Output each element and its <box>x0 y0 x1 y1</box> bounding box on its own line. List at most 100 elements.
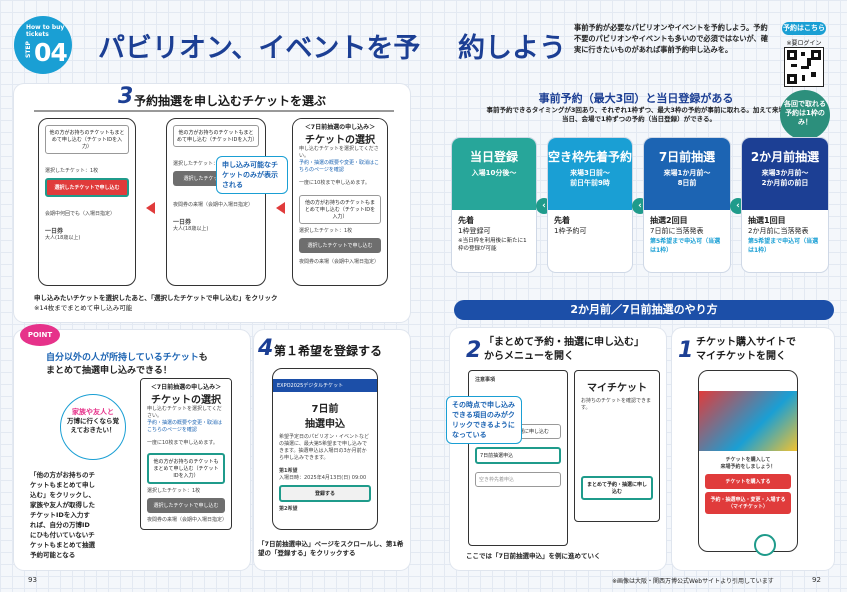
phone-screen-7: マイチケット お持ちのチケットを確認できます。 まとめて予約・抽選に申し込む <box>574 370 660 522</box>
one-slot-bubble-text: 各回で取れる予約は1枠のみ！ <box>784 100 826 126</box>
caption-step-3: 申し込みたいチケットを選択したあと、「選択したチケットで申し込む」をクリック <box>34 294 278 302</box>
selected-count: 選択したチケット：1枚 <box>173 161 227 167</box>
phone-screen-1: 他の方がお持ちのチケットもまとめて申し込む（チケットIDを入力） 選択したチケッ… <box>38 118 136 286</box>
page-number-left: 93 <box>28 576 37 584</box>
section-4-title: 第１希望を登録する <box>274 344 383 358</box>
timeline-card-same-day: 当日登録 入場10分後～ 先着 1枠登録可 ※当日枠を利用後に新たに1枠の登録が… <box>452 138 536 272</box>
my-ticket-text: お持ちのチケットを確認できます。 <box>581 398 652 411</box>
col-heading: 当日登録 <box>469 150 518 164</box>
lottery-text: 希望予定日のパビリオン・イベントなどの抽選に、最大第5希望まで申し込みできます。… <box>279 434 370 461</box>
select-instruction: 申し込むチケットを選択してください。 <box>299 146 379 159</box>
selected-count: 選択したチケット：1枚 <box>299 228 353 234</box>
apply-selected-button[interactable]: 選択したチケットで申し込む <box>147 498 225 513</box>
point-callout-bubble: 家族や友人と 万博に行くなら覚えておきたい！ <box>60 394 126 460</box>
col-method: 先着 <box>554 216 570 225</box>
limit-note: 一度に10枚まで申し込めます。 <box>147 440 218 446</box>
selected-count: 選択したチケット：1枚 <box>45 168 99 174</box>
other-tickets-box[interactable]: 他の方がお持ちのチケットもまとめて申し込む（チケットIDを入力） <box>147 453 225 484</box>
section-3-header: 3 予約抽選を申し込むチケットを選ぶ <box>34 84 394 112</box>
other-tickets-box[interactable]: 他の方がお持ちのチケットもまとめて申し込む（チケットIDを入力） <box>45 125 129 154</box>
phone-screen-8: チケットを購入して 来場予約をしましょう！ チケットを購入する 予約・抽選申込・… <box>698 370 798 552</box>
col-timing-1: 来場1か月前～ <box>663 169 711 177</box>
phone-screen-4: ＜7日前抽選の申し込み＞ チケットの選択 申し込むチケットを選択してください。 … <box>140 378 232 530</box>
my-ticket-title: マイチケット <box>587 383 647 394</box>
selected-count: 選択したチケット：1枚 <box>147 488 201 494</box>
lottery-title: 7日前 <box>311 404 339 415</box>
timeline-card-first-come: 空き枠先着予約 来場3日前～ 前日午前9時 先着 1枠予約可 <box>548 138 632 272</box>
entry-datetime: 入場日時：2025年4月13日(日) 09:00 <box>279 475 367 481</box>
my-ticket-button[interactable]: 予約・抽選申込・変更・入場する（マイチケット） <box>705 492 791 514</box>
ticket-item-name: 一日券 <box>173 219 192 226</box>
buy-ticket-button[interactable]: チケットを購入する <box>705 474 791 489</box>
apply-selected-button[interactable]: 選択したチケットで申し込む <box>299 238 381 253</box>
page-number-right: 92 <box>812 576 821 584</box>
col-line-1: 2か月前に当落発表 <box>748 227 809 235</box>
section-3-title: 予約抽選を申し込むチケットを選ぶ <box>134 94 327 108</box>
one-slot-bubble: 各回で取れる予約は1枠のみ！ <box>780 90 830 140</box>
section-r1-title: チケット購入サイトで マイチケットを開く <box>696 336 796 364</box>
col-timing-2: 2か月前の前日 <box>761 179 809 187</box>
col-heading: 2か月前抽選 <box>750 150 820 164</box>
col-timing-1: 来場3か月前～ <box>761 169 809 177</box>
point-title-1: 自分以外の人が所持しているチケット <box>46 353 199 363</box>
col-line-2: 第5希望まで申込可（当選は1枠） <box>748 238 819 254</box>
col-line-1: 7日前に当落発表 <box>650 227 704 235</box>
callout-available-only: 申し込み可能なチケットのみが表示される <box>216 156 288 194</box>
hero-image <box>699 391 797 451</box>
lottery-head: ＜7日前抽選の申し込み＞ <box>141 379 231 391</box>
section-r2-title: 「まとめて予約・抽選に申し込む」 からメニューを開く <box>484 336 644 364</box>
lottery-title-2: 抽選申込 <box>305 419 345 430</box>
point-title-2: も <box>198 353 208 363</box>
ticket-item-type: 夜間券の来場（会期中入場日指定） <box>173 202 254 208</box>
hero-text-2: 来場予約をしましょう！ <box>720 464 776 470</box>
col-heading: 7日前抽選 <box>658 150 716 164</box>
section-4-number: 4 <box>258 336 274 361</box>
ticket-select-title: チケットの選択 <box>151 395 221 406</box>
col-method: 抽選2回目 <box>650 216 688 225</box>
col-timing-1: 来場3日前～ <box>570 169 610 177</box>
other-tickets-box[interactable]: 他の方がお持ちのチケットもまとめて申し込む（チケットIDを入力） <box>173 125 259 147</box>
select-instruction: 申し込むチケットを選択してください。 <box>147 406 222 419</box>
my-ticket-nav-icon[interactable] <box>754 534 776 556</box>
limit-note: 一度に10枚まで申し込めます。 <box>299 180 370 186</box>
ticket-item-type: 夜間券の来場（会期中入場日指定） <box>147 517 228 523</box>
left-arrow-icon <box>276 202 285 214</box>
ticket-item-name: 一日券 <box>45 228 64 235</box>
banner-subtext: 事前予約できるタイミングが3回あり、それぞれ1枠ずつ、最大3枠の予約が事前に取れ… <box>486 106 792 123</box>
point-body: 「他の方がお持ちのチケットもまとめて申し込む」をクリックし、家族や友人が取得した… <box>30 471 95 559</box>
banner-title: 事前予約（最大3回）と当日登録がある <box>538 92 734 105</box>
overview-link[interactable]: 予約・抽選の概要や変更・取消はこちらのページを確認 <box>147 420 223 433</box>
intro-text: 事前予約が必要なパビリオンやイベントを予約しよう。予約不要のパビリオンやイベント… <box>574 23 768 54</box>
qr-note: ※要ログイン <box>786 40 822 47</box>
ticket-item-type: 会期中何回でも（入場日指定） <box>45 211 116 217</box>
section-r2-title-2: からメニューを開く <box>484 351 574 362</box>
apply-selected-button[interactable]: 選択したチケットで申し込む <box>45 178 129 197</box>
menu-7days-lottery[interactable]: 7日前抽選申込 <box>475 447 561 464</box>
phone-screen-5: EXPO2025デジタルチケット 7日前 抽選申込 希望予定日のパビリオン・イベ… <box>272 368 378 530</box>
point-title-3: まとめて抽選申し込みできる！ <box>46 366 172 376</box>
bulk-apply-button[interactable]: まとめて予約・抽選に申し込む <box>581 476 653 500</box>
ticket-item-age: 大人(18歳以上) <box>45 235 81 241</box>
col-timing-2: 前日午前9時 <box>570 179 610 187</box>
section-r2-number: 2 <box>466 338 482 363</box>
col-heading: 空き枠先着予約 <box>548 150 632 164</box>
col-timing-2: 8日前 <box>677 179 697 187</box>
section-r1-title-1: チケット購入サイトで <box>696 337 796 348</box>
menu-first-come[interactable]: 空き枠先着申込 <box>475 472 561 487</box>
callout-clickable-only: その時点で申し込みできる項目のみがクリックできるようになっている <box>446 396 522 444</box>
section-3-number: 3 <box>118 84 134 109</box>
register-button[interactable]: 登録する <box>279 485 371 502</box>
section-r1-number: 1 <box>678 338 694 363</box>
site-header: EXPO2025デジタルチケット <box>273 379 377 392</box>
other-tickets-box[interactable]: 他の方がお持ちのチケットもまとめて申し込む（チケットIDを入力） <box>299 195 381 224</box>
page-title-right: 約しよう <box>458 33 566 64</box>
col-line-1: 1枠登録可 <box>458 227 491 235</box>
col-method: 先着 <box>458 216 474 225</box>
page-title-left: パビリオン、イベントを予 <box>98 33 421 64</box>
col-line-2: ※当日枠を利用後に新たに1枠の登録が可能 <box>458 238 527 252</box>
phone-screen-2: 他の方がお持ちのチケットもまとめて申し込む（チケットIDを入力） 選択したチケッ… <box>166 118 266 286</box>
qr-code[interactable] <box>784 47 824 87</box>
col-method: 抽選1回目 <box>748 216 786 225</box>
overview-link[interactable]: 予約・抽選の概要や変更・取消はこちらのページを確認 <box>299 160 380 173</box>
step-number: 04 <box>34 38 68 67</box>
